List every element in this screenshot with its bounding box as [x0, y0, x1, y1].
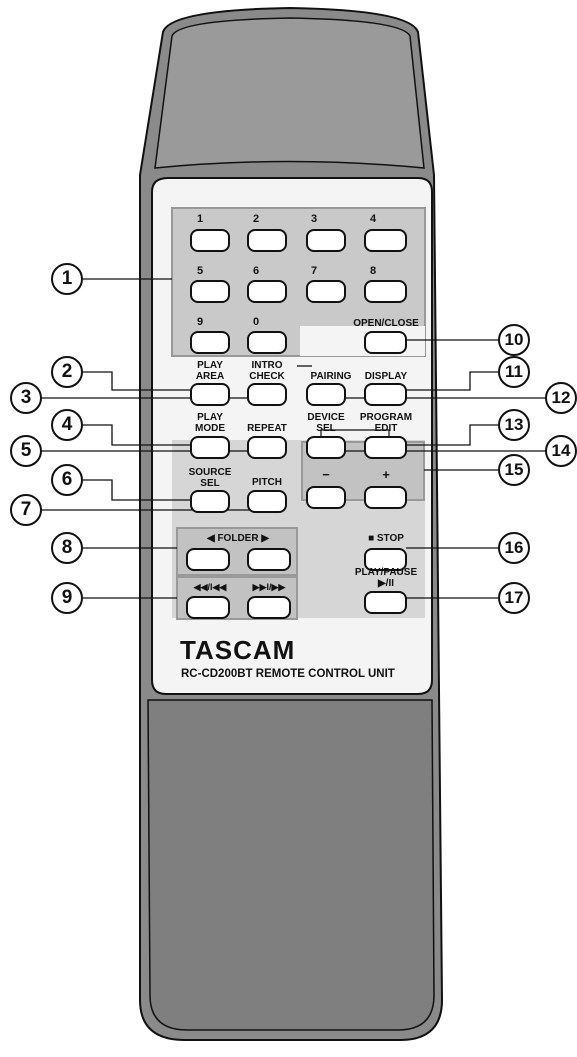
- folder-label: ◀ FOLDER ▶: [206, 533, 270, 544]
- model-name: RC-CD200BT REMOTE CONTROL UNIT: [181, 668, 395, 680]
- callout-10: 10: [498, 324, 530, 356]
- folder-next-button[interactable]: [247, 548, 291, 571]
- device-sel-button[interactable]: [306, 436, 346, 459]
- skip-fwd-button[interactable]: [247, 596, 291, 619]
- callout-17: 17: [498, 582, 530, 614]
- source-sel-button[interactable]: [190, 490, 230, 513]
- key-label-9: 9: [197, 316, 204, 328]
- callout-6: 6: [51, 464, 83, 496]
- key-6-button[interactable]: [247, 280, 287, 303]
- play-mode-button[interactable]: [190, 436, 230, 459]
- pitch-button[interactable]: [247, 490, 287, 513]
- program-edit-button[interactable]: [364, 436, 407, 459]
- display-button[interactable]: [364, 383, 407, 406]
- key-label-0: 0: [253, 316, 260, 328]
- key-label-4: 4: [370, 213, 377, 225]
- plus-label: +: [382, 467, 390, 482]
- play-pause-label: PLAY/PAUSE▶/II: [354, 567, 418, 589]
- pitch-label: PITCH: [252, 477, 282, 488]
- stop-button[interactable]: [364, 548, 407, 571]
- key-label-7: 7: [311, 265, 318, 277]
- key-label-3: 3: [311, 213, 318, 225]
- callout-7: 7: [10, 494, 42, 526]
- callout-3: 3: [10, 382, 42, 414]
- skip-back-button[interactable]: [186, 596, 230, 619]
- skip-back-label: ◀◀/I◀◀: [193, 582, 227, 592]
- repeat-label: REPEAT: [247, 423, 287, 434]
- callout-4: 4: [51, 409, 83, 441]
- pairing-button[interactable]: [306, 383, 346, 406]
- callout-9: 9: [51, 582, 83, 614]
- play-area-button[interactable]: [190, 383, 230, 406]
- key-5-button[interactable]: [190, 280, 230, 303]
- pairing-label: PAIRING: [310, 371, 352, 382]
- callout-14: 14: [545, 435, 577, 467]
- key-label-2: 2: [253, 213, 260, 225]
- key-8-button[interactable]: [364, 280, 407, 303]
- key-label-5: 5: [197, 265, 204, 277]
- folder-prev-button[interactable]: [186, 548, 230, 571]
- key-1-button[interactable]: [190, 229, 230, 252]
- key-3-button[interactable]: [306, 229, 346, 252]
- pitch-minus-button[interactable]: [306, 486, 346, 509]
- callout-1: 1: [51, 263, 83, 295]
- callout-15: 15: [498, 454, 530, 486]
- key-label-1: 1: [197, 213, 204, 225]
- play-pause-button[interactable]: [364, 591, 407, 614]
- key-4-button[interactable]: [364, 229, 407, 252]
- key-9-button[interactable]: [190, 331, 230, 354]
- callout-5: 5: [10, 435, 42, 467]
- repeat-button[interactable]: [247, 436, 287, 459]
- callout-16: 16: [498, 532, 530, 564]
- callout-13: 13: [498, 409, 530, 441]
- minus-label: −: [322, 467, 330, 482]
- open-close-label: OPEN/CLOSE: [353, 318, 419, 329]
- callout-2: 2: [51, 356, 83, 388]
- stop-label: ■ STOP: [368, 533, 404, 544]
- brand-logo: TASCAM: [180, 635, 296, 665]
- callout-12: 12: [545, 382, 577, 414]
- key-7-button[interactable]: [306, 280, 346, 303]
- open-close-button[interactable]: [364, 331, 407, 354]
- skip-fwd-label: ▶▶I/▶▶: [252, 582, 286, 592]
- intro-check-button[interactable]: [247, 383, 287, 406]
- callout-8: 8: [51, 532, 83, 564]
- key-0-button[interactable]: [247, 331, 287, 354]
- key-label-8: 8: [370, 265, 377, 277]
- pitch-plus-button[interactable]: [364, 486, 407, 509]
- key-label-6: 6: [253, 265, 260, 277]
- key-2-button[interactable]: [247, 229, 287, 252]
- callout-11: 11: [498, 356, 530, 388]
- display-label: DISPLAY: [364, 371, 408, 382]
